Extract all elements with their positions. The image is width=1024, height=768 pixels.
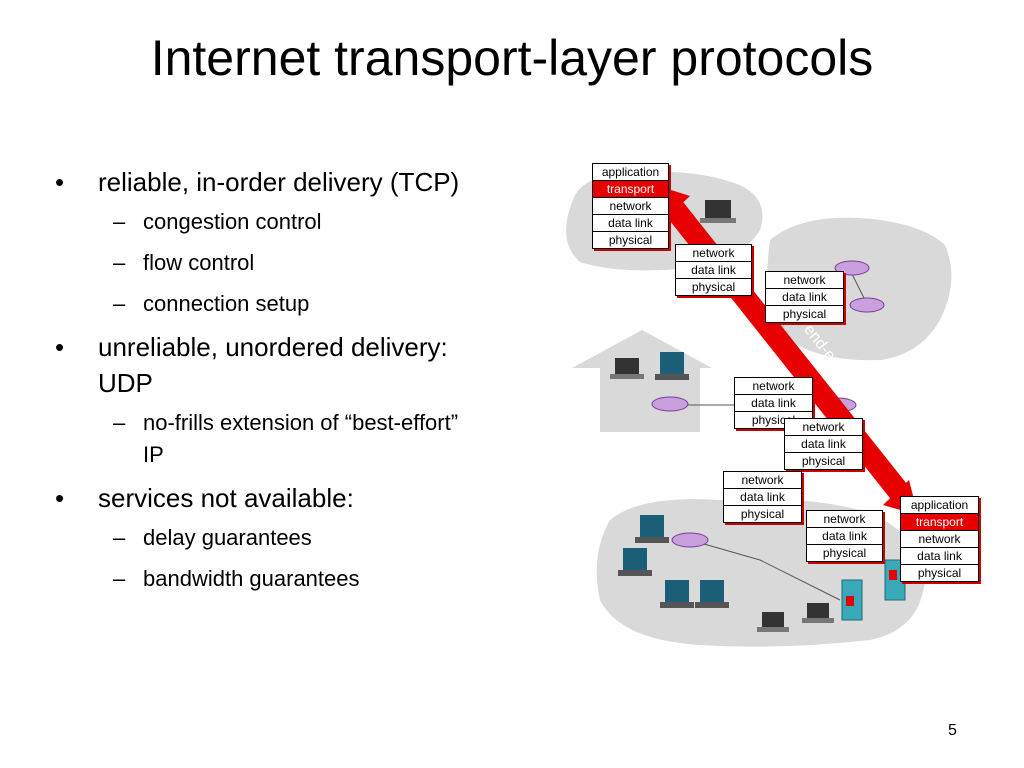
bullet-item: • unreliable, unordered delivery: UDP	[55, 329, 475, 401]
sub-bullet-text: congestion control	[143, 209, 322, 234]
stack-layer: data link	[593, 214, 668, 231]
bullet-icon: •	[55, 483, 65, 513]
router-stack: network data link physical	[675, 244, 752, 296]
router-stack: network data link physical	[806, 510, 883, 562]
page-number: 5	[948, 722, 957, 739]
stack-layer: network	[752, 379, 795, 393]
dash-icon: –	[113, 291, 126, 316]
host-stack-bottom: application transport network data link …	[900, 496, 979, 582]
sub-bullet-text: flow control	[143, 250, 255, 275]
stack-layer: data link	[724, 488, 801, 505]
stack-layer: data link	[785, 435, 862, 452]
sub-bullet-item: – congestion control	[55, 206, 475, 238]
home-network-house	[572, 330, 712, 432]
dash-icon: –	[113, 209, 126, 234]
sub-bullet-item: – connection setup	[55, 288, 475, 320]
stack-layer: network	[823, 512, 866, 526]
dash-icon: –	[113, 525, 126, 550]
sub-bullet-text: bandwidth guarantees	[143, 566, 360, 591]
bullet-list: • reliable, in-order delivery (TCP) – co…	[55, 164, 475, 604]
bullet-icon: •	[55, 332, 65, 362]
stack-layer: physical	[901, 564, 978, 581]
stack-layer: data link	[901, 547, 978, 564]
stack-layer: physical	[724, 505, 801, 522]
router-stack: network data link physical	[784, 418, 863, 470]
host-stack-top: application transport network data link …	[592, 163, 669, 249]
sub-bullet-item: – bandwidth guarantees	[55, 563, 475, 595]
stack-layer-transport: transport	[901, 513, 978, 530]
sub-bullet-item: – delay guarantees	[55, 522, 475, 554]
stack-layer: data link	[766, 288, 843, 305]
stack-layer: network	[692, 246, 735, 260]
sub-bullet-text: connection setup	[143, 291, 310, 316]
bullet-item: • reliable, in-order delivery (TCP)	[55, 164, 475, 200]
stack-layer: network	[593, 197, 668, 214]
stack-layer: physical	[807, 544, 882, 561]
stack-layer: physical	[785, 452, 862, 469]
dash-icon: –	[113, 250, 126, 275]
stack-layer: network	[802, 420, 845, 434]
sub-bullet-item: – flow control	[55, 247, 475, 279]
laptop-icon	[610, 200, 834, 632]
bullet-text: services not available:	[98, 483, 354, 513]
dash-icon: –	[113, 410, 126, 435]
stack-layer: data link	[735, 394, 812, 411]
stack-layer: network	[741, 473, 784, 487]
stack-layer: data link	[807, 527, 882, 544]
sub-bullet-text: delay guarantees	[143, 525, 312, 550]
bullet-icon: •	[55, 167, 65, 197]
stack-layer: physical	[676, 278, 751, 295]
stack-layer: network	[901, 530, 978, 547]
stack-layer: network	[783, 273, 826, 287]
router-stack: network data link physical	[734, 377, 813, 429]
bullet-text: reliable, in-order delivery (TCP)	[98, 167, 460, 197]
sub-bullet-text: no-frills extension of “best-effort” IP	[143, 410, 459, 467]
stack-layer: data link	[676, 261, 751, 278]
stack-layer-transport: transport	[593, 180, 668, 197]
router-stack: network data link physical	[723, 471, 802, 523]
router-stack: network data link physical	[765, 271, 844, 323]
stack-layer: physical	[593, 231, 668, 248]
stack-layer: physical	[766, 305, 843, 322]
desktop-icon	[618, 352, 729, 608]
bullet-text: unreliable, unordered delivery: UDP	[98, 332, 448, 398]
bullet-item: • services not available:	[55, 480, 475, 516]
sub-bullet-item: – no-frills extension of “best-effort” I…	[55, 407, 475, 471]
dash-icon: –	[113, 566, 126, 591]
stack-layer: application	[601, 165, 660, 179]
stack-layer: application	[910, 498, 969, 512]
slide-title: Internet transport-layer protocols	[150, 30, 874, 86]
